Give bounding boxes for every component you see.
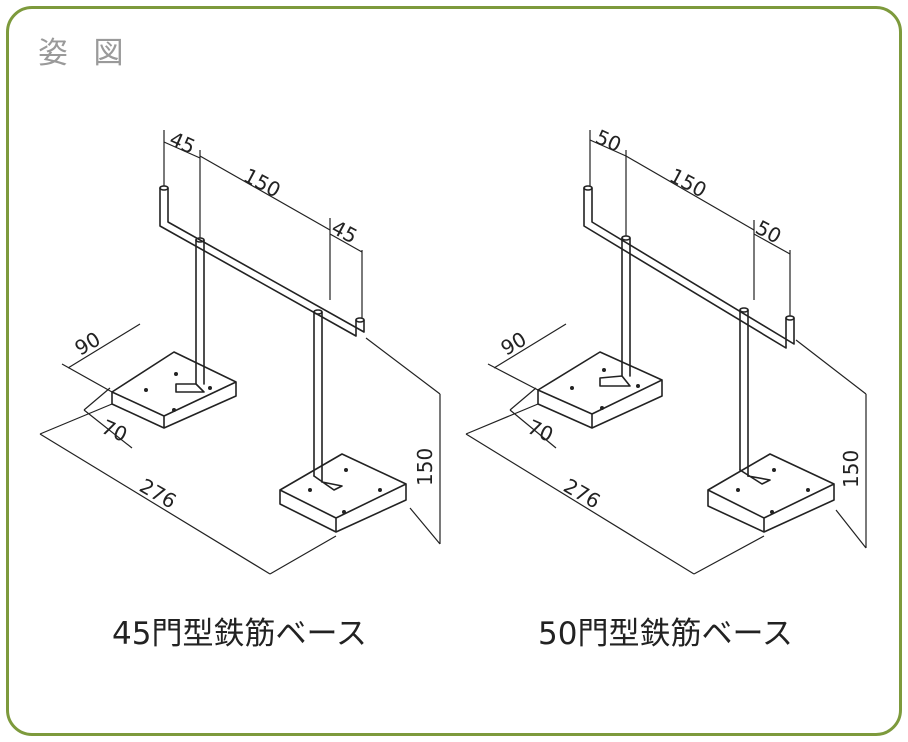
right-plate-2 xyxy=(707,453,835,533)
right-leg-a xyxy=(621,237,631,377)
left-dim-height: 150 xyxy=(413,448,437,486)
left-leg-b xyxy=(313,311,323,483)
right-dim-top-left: 50 xyxy=(592,125,625,157)
right-dim-overall: 276 xyxy=(560,474,605,514)
right-dim-height: 150 xyxy=(839,450,863,488)
left-top-bar xyxy=(159,187,365,337)
left-leg-a xyxy=(195,239,205,385)
right-caption: 50門型鉄筋ベース xyxy=(538,616,793,652)
right-dim-span: 150 xyxy=(666,163,711,202)
page-title: 姿 図 xyxy=(38,36,132,71)
right-top-bar xyxy=(583,187,795,349)
right-dim-plate-width: 90 xyxy=(497,327,531,361)
right-leg-b xyxy=(739,309,749,477)
figure-frame xyxy=(6,6,902,736)
right-dim-top-right: 50 xyxy=(752,215,786,248)
left-plate-2 xyxy=(279,453,407,533)
right-plate-1 xyxy=(537,351,663,429)
left-caption: 45門型鉄筋ベース xyxy=(112,616,367,652)
right-dim-plate-depth: 70 xyxy=(524,415,557,447)
